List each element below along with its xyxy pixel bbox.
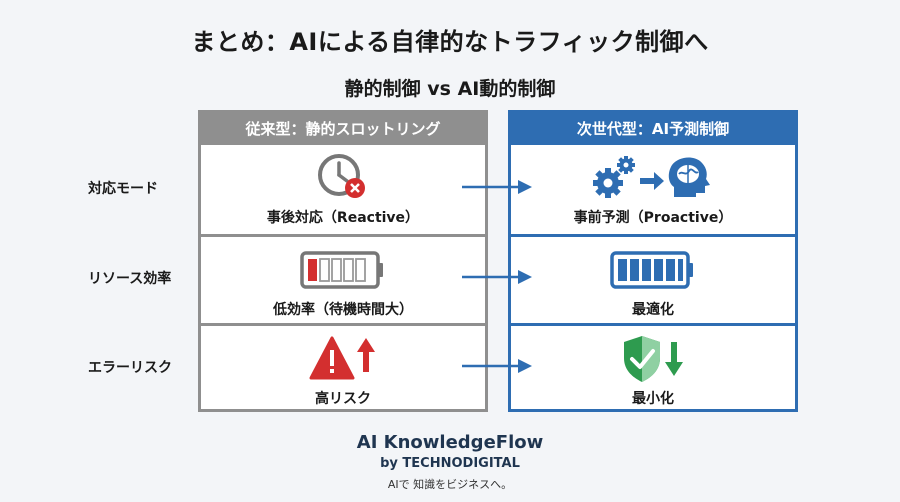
- brand-name: AI KnowledgeFlow: [356, 432, 544, 453]
- next-gen-response-label: 事前予測（Proactive）: [573, 210, 733, 226]
- next-gen-efficiency-cell: 最適化: [511, 234, 795, 323]
- page-title: まとめ：AIによる自律的なトラフィック制御へ: [191, 28, 709, 56]
- clock-error-icon: [318, 154, 365, 198]
- arrow-right-icon: [462, 270, 532, 284]
- brand-tagline: AIで 知識をビジネスへ。: [387, 478, 513, 491]
- next-gen-risk-cell: 最小化: [511, 323, 795, 412]
- next-gen-risk-label: 最小化: [632, 391, 674, 407]
- row-label-response-mode: 対応モード: [88, 181, 158, 197]
- next-gen-efficiency-label: 最適化: [632, 302, 674, 318]
- row-label-resource-efficiency: リソース効率: [88, 271, 172, 287]
- brand-byline: by TECHNODIGITAL: [380, 456, 520, 471]
- legacy-risk-cell: 高リスク: [201, 323, 485, 412]
- shield-down-icon: [624, 336, 683, 382]
- legacy-efficiency-label: 低効率（待機時間大）: [273, 302, 413, 318]
- gears-brain-icon: [593, 156, 710, 198]
- next-gen-column-header: 次世代型：AI予測制御: [511, 113, 795, 145]
- low-battery-icon: [300, 251, 383, 289]
- legacy-response-cell: 事後対応（Reactive）: [201, 145, 485, 234]
- legacy-column-header: 従来型：静的スロットリング: [201, 113, 485, 145]
- legacy-response-label: 事後対応（Reactive）: [266, 210, 420, 226]
- next-gen-response-cell: 事前予測（Proactive）: [511, 145, 795, 234]
- legacy-efficiency-cell: 低効率（待機時間大）: [201, 234, 485, 323]
- legacy-column: 従来型：静的スロットリング 事後対応（Reactive）: [198, 110, 488, 412]
- next-gen-column: 次世代型：AI予測制御: [508, 110, 798, 412]
- full-battery-icon: [610, 251, 693, 289]
- legacy-risk-label: 高リスク: [315, 391, 371, 407]
- comparison-subtitle: 静的制御 vs AI動的制御: [344, 78, 556, 100]
- row-label-error-risk: エラーリスク: [88, 360, 172, 376]
- warning-up-icon: [309, 336, 375, 380]
- arrow-right-icon: [462, 359, 532, 373]
- arrow-right-icon: [462, 180, 532, 194]
